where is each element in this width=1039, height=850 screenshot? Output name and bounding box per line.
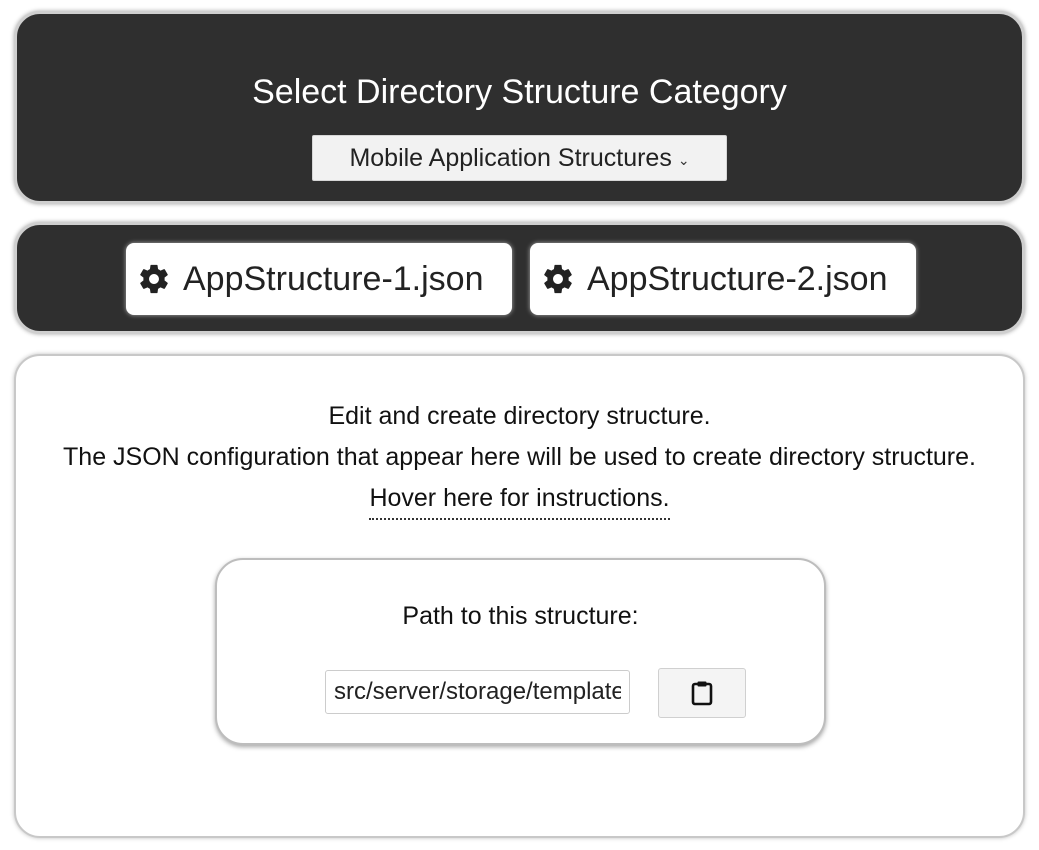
editor-description: Edit and create directory structure. The… [46,396,993,520]
path-box: Path to this structure: [215,558,826,745]
category-title: Select Directory Structure Category [252,73,787,111]
editor-description-line1: Edit and create directory structure. [328,402,711,430]
file-button-appstructure-2[interactable]: AppStructure-2.json [530,243,916,315]
copy-path-button[interactable] [658,668,746,718]
gear-icon [140,264,168,294]
category-panel: Select Directory Structure Category Mobi… [14,11,1025,204]
editor-description-text: The JSON configuration that appear here … [63,443,976,471]
files-panel: AppStructure-1.json AppStructure-2.json [14,222,1025,334]
file-button-appstructure-1[interactable]: AppStructure-1.json [126,243,512,315]
clipboard-icon [691,681,713,706]
chevron-down-icon: ⌄ [677,151,690,168]
path-label: Path to this structure: [402,602,639,630]
path-input[interactable] [325,670,630,714]
category-selected-value: Mobile Application Structures [349,143,672,172]
file-button-label: AppStructure-2.json [587,259,888,298]
gear-icon [544,264,572,294]
editor-description-line2: The JSON configuration that appear here … [46,437,993,520]
file-button-label: AppStructure-1.json [183,259,484,298]
instructions-hover-link[interactable]: Hover here for instructions. [369,484,670,520]
category-select[interactable]: Mobile Application Structures ⌄ [312,135,727,181]
editor-panel: Edit and create directory structure. The… [14,354,1025,838]
